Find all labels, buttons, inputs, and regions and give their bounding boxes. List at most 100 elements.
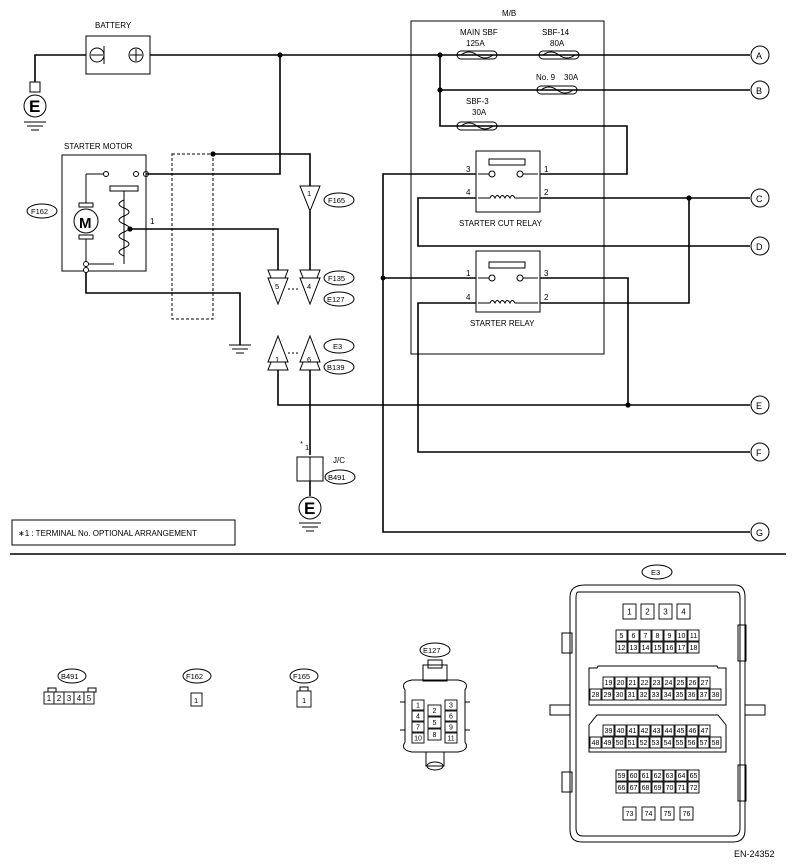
connector-pin-label: 4	[681, 607, 686, 616]
connector-pin	[698, 676, 711, 689]
main-sbf-label: MAIN SBF	[460, 28, 498, 37]
connector-pin-label: 5	[433, 720, 437, 727]
sbf14-amp: 80A	[550, 39, 565, 48]
connector-pin	[615, 641, 628, 654]
connector-pin	[427, 728, 442, 741]
main-sbf-amp: 125A	[466, 39, 485, 48]
svg-text:E3: E3	[651, 568, 660, 577]
doc-id: EN-24352	[734, 849, 775, 859]
connector-pin-label: 73	[626, 811, 634, 818]
main-box: M/B MAIN SBF 125A SBF-14 80A No. 9 30A S…	[410, 9, 605, 355]
connector-pin	[698, 724, 711, 737]
connector-pin	[675, 641, 688, 654]
connector-pin-label: 45	[677, 728, 685, 735]
connector-pin-label: 10	[678, 633, 686, 640]
connector-pin	[709, 736, 722, 749]
battery: BATTERY	[85, 21, 151, 75]
svg-text:F162: F162	[31, 207, 48, 216]
svg-text:1: 1	[302, 696, 306, 705]
connector-pin	[626, 676, 639, 689]
connector-pin	[697, 736, 710, 749]
motor-pin-1: 1	[150, 217, 155, 226]
connector-pin-label: 47	[701, 728, 709, 735]
connector-f165: 1 F165	[299, 185, 355, 213]
connector-pin-label: 17	[678, 645, 686, 652]
connector-view-f165: F165 1	[289, 668, 319, 708]
connector-pin	[686, 676, 699, 689]
cut-relay-pin-2: 2	[544, 188, 549, 197]
svg-text:E127: E127	[327, 295, 345, 304]
connector-pin-label: 4	[416, 714, 420, 721]
connector-pin	[614, 676, 627, 689]
sbf3-label: SBF-3	[466, 97, 489, 106]
connector-pin	[627, 641, 640, 654]
connector-pin-label: 74	[645, 811, 653, 818]
connector-pin-label: 7	[416, 725, 420, 732]
starter-cut-relay-label: STARTER CUT RELAY	[459, 219, 543, 228]
connector-pin-label: 56	[688, 740, 696, 747]
connector-pin	[674, 676, 687, 689]
connector-pin	[674, 724, 687, 737]
connector-pin	[697, 688, 710, 701]
connector-pin-label: 75	[664, 811, 672, 818]
connector-pin-label: 19	[605, 680, 613, 687]
starter-relay-pin-2: 2	[544, 293, 549, 302]
connector-pin-label: 10	[414, 736, 422, 743]
connector-pin	[663, 629, 676, 642]
connector-pin-label: 5	[87, 694, 92, 703]
connector-pin	[675, 781, 688, 794]
connector-pin-label: 52	[640, 740, 648, 747]
connector-pin	[602, 676, 615, 689]
connector-pin	[615, 629, 628, 642]
connector-pin-label: 12	[618, 645, 626, 652]
connector-pin-label: 2	[57, 694, 62, 703]
connector-pin-label: 21	[629, 680, 637, 687]
connector-pin	[673, 688, 686, 701]
connector-pin-label: 51	[628, 740, 636, 747]
svg-text:1: 1	[307, 189, 311, 198]
connector-pin	[602, 724, 615, 737]
connector-pin	[427, 716, 442, 729]
connector-pin-label: 63	[666, 773, 674, 780]
connector-pin-label: 25	[677, 680, 685, 687]
connector-pin	[622, 603, 637, 620]
connector-pin	[685, 736, 698, 749]
connector-pin	[411, 710, 425, 722]
starter-relay-label: STARTER RELAY	[470, 319, 535, 328]
output-b: B	[756, 86, 762, 96]
starter-relay-pin-1: 1	[466, 269, 471, 278]
mb-label: M/B	[502, 9, 516, 18]
svg-text:B139: B139	[327, 363, 345, 372]
connector-pin	[686, 724, 699, 737]
connector-pin	[639, 629, 652, 642]
connector-pin-label: 49	[604, 740, 612, 747]
connector-pin-label: 22	[641, 680, 649, 687]
svg-text:*: *	[300, 439, 303, 448]
connector-pin	[444, 732, 458, 744]
output-c: C	[756, 194, 763, 204]
svg-text:6: 6	[307, 355, 311, 364]
connector-pin-label: 70	[666, 785, 674, 792]
connector-pin-label: 40	[617, 728, 625, 735]
connector-pin	[427, 704, 442, 717]
connector-pin	[679, 806, 694, 821]
connector-pin-label: 57	[700, 740, 708, 747]
output-d: D	[756, 242, 763, 252]
connector-pin-label: 11	[447, 736, 454, 743]
connector-pin	[613, 688, 626, 701]
connector-pin-label: 15	[654, 645, 662, 652]
connector-pin	[639, 781, 652, 794]
joint-connector: * 1 J/C B491 E	[296, 439, 356, 532]
connector-pin	[661, 688, 674, 701]
connector-pin	[622, 806, 637, 821]
connector-pin	[626, 724, 639, 737]
output-f: F	[756, 448, 762, 458]
connector-pin-label: 33	[652, 692, 660, 699]
connector-pin-label: 53	[652, 740, 660, 747]
connector-pin-label: 41	[629, 728, 637, 735]
connector-pin	[640, 603, 655, 620]
connector-pin-label: 8	[433, 732, 437, 739]
connector-pin	[615, 781, 628, 794]
connector-pin	[660, 806, 675, 821]
